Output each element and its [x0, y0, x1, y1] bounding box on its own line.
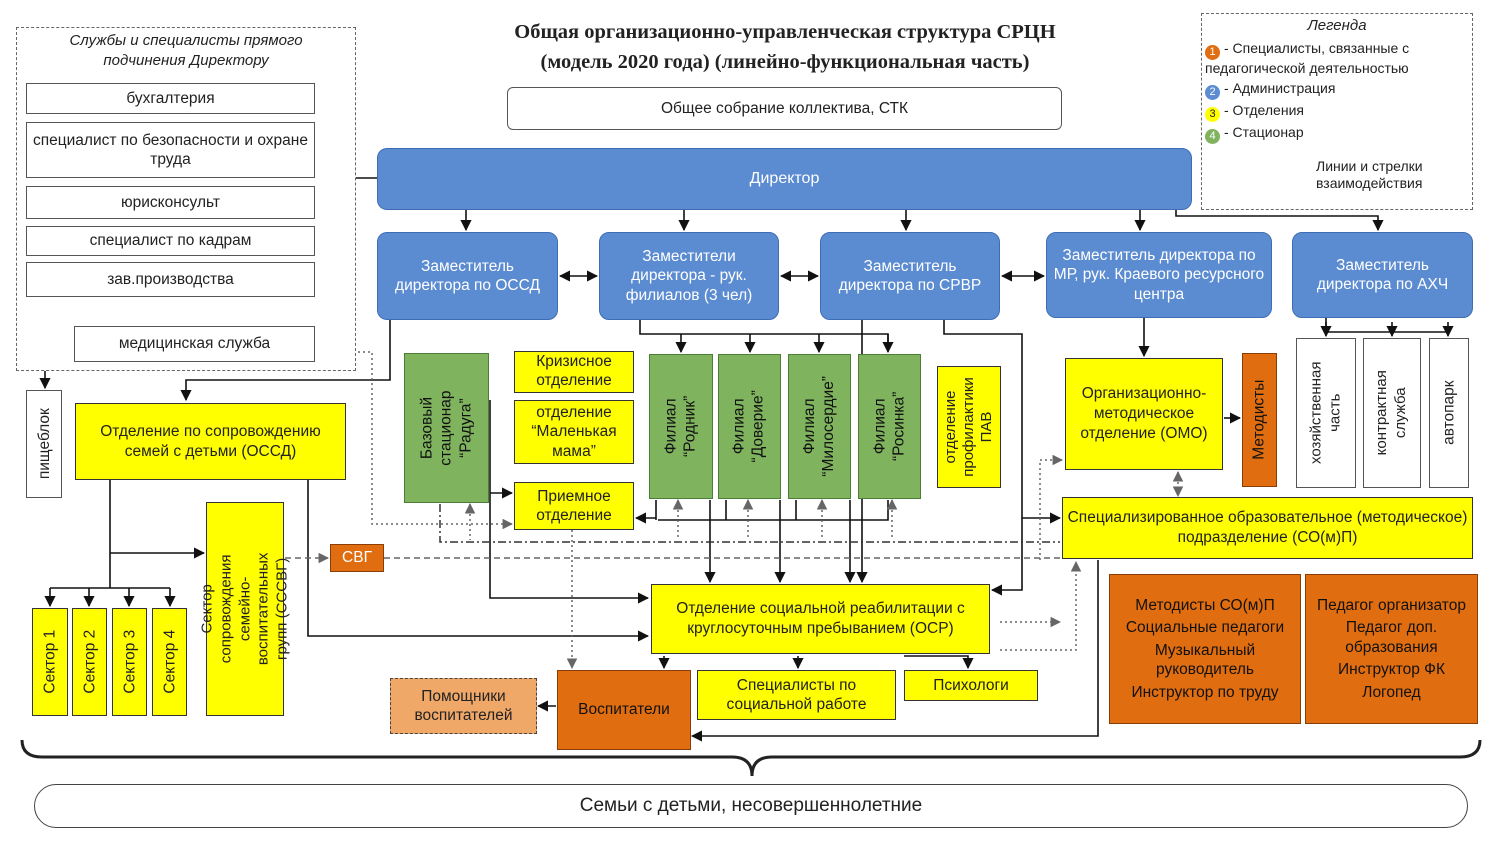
little-mama-department-box[interactable]: отделение “Маленькая мама”: [514, 400, 634, 464]
sssvg-label: Сектор сопровождения семейно-воспитатель…: [198, 552, 291, 666]
legend-num-1: 1: [1205, 45, 1220, 60]
educator-assistants-box[interactable]: Помощники воспитателей: [390, 678, 537, 734]
kitchen-box[interactable]: пищеблок: [26, 390, 62, 498]
kitchen-label: пищеблок: [35, 408, 53, 480]
page-title: Общая организационно-управленческая стру…: [440, 18, 1130, 77]
somp-staff-left-3: Инструктор по труду: [1131, 683, 1279, 701]
legend-item-1-text-b: педагогической деятельностью: [1205, 60, 1409, 76]
deputy-branches-box[interactable]: Заместители директора - рук. филиалов (3…: [599, 232, 779, 320]
methodists-box[interactable]: Методисты: [1242, 353, 1277, 487]
branch-miloserdie-label: Филиал “Милосердие”: [801, 376, 838, 477]
deputy-ahch-box[interactable]: Заместитель директора по АХЧ: [1292, 232, 1473, 318]
educators-box[interactable]: Воспитатели: [557, 670, 691, 750]
legend-lines-label-1: Линии и стрелки: [1316, 158, 1423, 174]
crisis-department-box[interactable]: Кризисное отделение: [514, 351, 634, 393]
branch-rosinka-box[interactable]: Филиал “Росинка”: [858, 354, 921, 499]
legend-item-departments: 3 - Отделения: [1205, 102, 1304, 122]
sector-1-box[interactable]: Сектор 1: [32, 608, 68, 716]
legend-panel: [1201, 13, 1473, 210]
omo-department-box[interactable]: Организационно-методическое отделение (О…: [1065, 358, 1223, 470]
safety-specialist-box[interactable]: специалист по безопасности и охране труд…: [26, 122, 315, 178]
branch-rodnik-box[interactable]: Филиал “Родник”: [649, 354, 713, 499]
legend-num-3: 3: [1205, 107, 1220, 122]
legend-num-4: 4: [1205, 129, 1220, 144]
contract-service-label: контрактная служба: [1373, 370, 1410, 456]
legend-item-3-text: - Отделения: [1224, 102, 1304, 118]
sssvg-box[interactable]: Сектор сопровождения семейно-воспитатель…: [198, 502, 290, 716]
sector-3-box[interactable]: Сектор 3: [112, 608, 147, 716]
psychologists-box[interactable]: Психологи: [904, 670, 1038, 701]
accounting-box[interactable]: бухгалтерия: [26, 83, 315, 114]
social-specialists-box[interactable]: Специалисты по социальной работе: [697, 670, 896, 720]
reception-department-box[interactable]: Приемное отделение: [514, 482, 634, 530]
somp-staff-right-2: Инструктор ФК: [1338, 661, 1445, 679]
legend-item-administration: 2 - Администрация: [1205, 80, 1335, 100]
somp-staff-left-1: Социальные педагоги: [1125, 619, 1285, 637]
direct-panel-title-line-2: подчинения Директору: [103, 51, 269, 69]
base-stationary-box[interactable]: Базовый стационар “Радуга”: [404, 353, 489, 503]
sector-4-label: Сектор 4: [160, 630, 178, 694]
legend-item-stationary: 4 - Стационар: [1205, 124, 1304, 144]
direct-panel-title-line-1: Службы и специалисты прямого: [69, 32, 303, 49]
somp-staff-right-0: Педагог организатор: [1317, 597, 1466, 615]
motor-pool-box[interactable]: автопарк: [1429, 338, 1469, 488]
branch-doverie-label: Филиал “Доверие”: [731, 390, 768, 463]
somp-department-box[interactable]: Специализированное образовательное (мето…: [1062, 497, 1473, 559]
sector-3-label: Сектор 3: [120, 630, 138, 694]
somp-staff-left-2: Музыкальный руководитель: [1154, 641, 1256, 679]
pav-prevention-box[interactable]: отделение профилактики ПАВ: [937, 366, 1001, 488]
title-line-1: Общая организационно-управленческая стру…: [514, 21, 1056, 43]
legend-num-2: 2: [1205, 85, 1220, 100]
contract-service-box[interactable]: контрактная служба: [1363, 338, 1421, 488]
legend-lines-label: Линии и стрелки взаимодействия: [1316, 158, 1466, 192]
motor-pool-label: автопарк: [1440, 380, 1458, 446]
somp-staff-right-3: Логопед: [1362, 683, 1421, 701]
branch-miloserdie-box[interactable]: Филиал “Милосердие”: [788, 354, 851, 499]
families-bar[interactable]: Семьи с детьми, несовершеннолетние: [34, 784, 1468, 828]
legal-advisor-box[interactable]: юрисконсульт: [26, 186, 315, 219]
branch-rodnik-label: Филиал “Родник”: [662, 395, 699, 458]
production-head-box[interactable]: зав.производства: [26, 262, 315, 297]
legend-item-pedagogical: 1 - Специалисты, связанные с педагогическ…: [1205, 40, 1471, 77]
household-unit-label: хозяйственная часть: [1307, 361, 1343, 465]
somp-staff-right-1: Педагог доп. образования: [1345, 619, 1438, 656]
branch-doverie-box[interactable]: Филиал “Доверие”: [718, 354, 781, 499]
pav-prevention-label: отделение профилактики ПАВ: [942, 377, 996, 477]
svg-box[interactable]: СВГ: [330, 544, 384, 572]
medical-service-box[interactable]: медицинская служба: [74, 326, 315, 362]
sector-1-label: Сектор 1: [41, 630, 59, 694]
household-unit-box[interactable]: хозяйственная часть: [1296, 338, 1356, 488]
legend-title: Легенда: [1307, 17, 1367, 34]
deputy-srvr-box[interactable]: Заместитель директора по СРВР: [820, 232, 1000, 320]
legend-lines-label-2: взаимодействия: [1316, 174, 1423, 191]
deputy-ossd-box[interactable]: Заместитель директора по ОССД: [377, 232, 558, 320]
legend-item-4-text: - Стационар: [1224, 124, 1304, 140]
osr-department-box[interactable]: Отделение социальной реабилитации с круг…: [651, 584, 990, 654]
title-line-2: (модель 2020 года) (линейно-функциональн…: [540, 50, 1030, 73]
director-box[interactable]: Директор: [377, 148, 1192, 210]
direct-panel-title: Службы и специалисты прямого подчинения …: [30, 31, 342, 70]
somp-staff-left-0: Методисты СО(м)П: [1135, 597, 1275, 615]
somp-staff-right-box[interactable]: Педагог организатор Педагог доп. образов…: [1305, 574, 1478, 724]
general-meeting-box[interactable]: Общее собрание коллектива, СТК: [507, 87, 1062, 130]
sector-2-box[interactable]: Сектор 2: [72, 608, 107, 716]
hr-specialist-box[interactable]: специалист по кадрам: [26, 226, 315, 256]
deputy-mr-box[interactable]: Заместитель директора по МР, рук. Краево…: [1046, 232, 1272, 318]
ossd-department-box[interactable]: Отделение по сопровождению семей с детьм…: [75, 403, 346, 480]
somp-staff-left-box[interactable]: Методисты СО(м)П Социальные педагоги Муз…: [1109, 574, 1301, 724]
base-stationary-label: Базовый стационар “Радуга”: [418, 390, 475, 466]
sector-2-label: Сектор 2: [80, 630, 98, 694]
branch-rosinka-label: Филиал “Росинка”: [871, 391, 908, 462]
methodists-label: Методисты: [1250, 379, 1268, 461]
legend-item-1-text: - Специалисты, связанные с: [1224, 40, 1410, 56]
sector-4-box[interactable]: Сектор 4: [152, 608, 187, 716]
legend-item-2-text: - Администрация: [1224, 80, 1336, 96]
families-brace: [20, 739, 1482, 777]
